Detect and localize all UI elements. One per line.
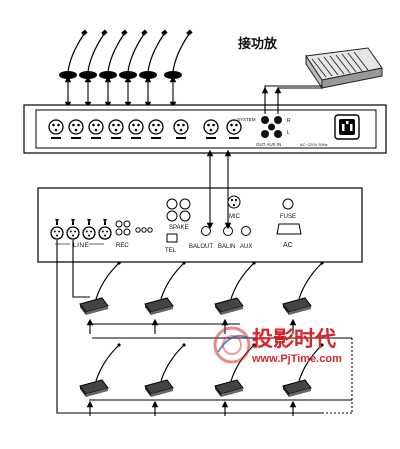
gooseneck-mic-icon	[164, 29, 193, 109]
gooseneck-mic-icon	[99, 29, 128, 109]
conference-unit-icon	[214, 343, 256, 416]
xlr-connector-icon	[226, 119, 242, 139]
xlr-connector-icon	[48, 119, 64, 139]
xlr-connector-icon	[148, 119, 164, 139]
rear-panel: SYSTEM R L OUT AUX IN AC~220V 50Hz	[23, 104, 387, 154]
din-connector-icon	[98, 219, 112, 240]
rec-jacks	[115, 220, 153, 236]
xlr-connector-icon	[108, 119, 124, 139]
microphones	[59, 29, 193, 109]
cables	[56, 85, 353, 414]
din-connector-icon	[82, 219, 96, 240]
gooseneck-mic-icon	[59, 29, 88, 109]
xlr-connector-icon	[173, 119, 189, 139]
balin-label: BALIN	[218, 244, 235, 250]
speak-label: SPAKE	[169, 225, 189, 231]
balout-jack	[201, 226, 211, 236]
gooseneck-mic-icon	[79, 29, 108, 109]
rear-channel-r: R	[287, 118, 291, 124]
rear-xlr-connectors	[48, 119, 242, 139]
power-inlet-icon	[334, 114, 360, 140]
watermark-title: 投影时代	[252, 327, 336, 351]
conference-unit-icon	[79, 343, 121, 416]
balin-jack	[223, 226, 233, 236]
xlr-connector-icon	[68, 119, 84, 139]
fuse-holder	[282, 198, 294, 210]
rec-label: REC	[116, 243, 129, 249]
speaker-terminals	[166, 198, 191, 222]
ac-label: AC	[283, 242, 293, 249]
watermark-logo	[213, 326, 251, 364]
din-connectors	[50, 219, 112, 240]
mic-label: MIC	[229, 214, 241, 220]
rear-aux-jacks	[261, 116, 282, 138]
balout-label: BALOUT	[189, 244, 213, 250]
conference-unit-icon	[214, 261, 256, 334]
tel-jack	[166, 233, 178, 243]
tel-label: TEL	[165, 248, 177, 254]
xlr-connector-icon	[128, 119, 144, 139]
aux-label: AUX	[240, 244, 252, 250]
line-label: LINE	[73, 242, 90, 249]
conference-unit-icon	[79, 261, 121, 334]
ac-inlet-icon	[276, 223, 302, 235]
rear-out-aux-in-label: OUT AUX IN	[256, 142, 281, 147]
aux-jack	[241, 226, 251, 236]
din-connector-icon	[50, 219, 64, 240]
gooseneck-mic-icon	[119, 29, 148, 109]
rear-channel-l: L	[287, 130, 290, 136]
rear-power-label: AC~220V 50Hz	[300, 142, 328, 147]
mic-input-icon	[227, 195, 241, 209]
mixer-icon	[305, 47, 383, 90]
fuse-label: FUSE	[280, 214, 296, 220]
gooseneck-mic-icon	[139, 29, 168, 109]
din-connector-icon	[66, 219, 80, 240]
xlr-connector-icon	[88, 119, 104, 139]
amplifier-label: 接功放	[238, 36, 278, 52]
conference-unit-icon	[144, 261, 186, 334]
conference-unit-icon	[282, 261, 324, 334]
conference-unit-icon	[282, 343, 324, 416]
conference-unit-icon	[144, 343, 186, 416]
xlr-connector-icon	[203, 119, 219, 139]
conference-units	[79, 261, 324, 416]
watermark-url: www.PjTime.com	[251, 353, 342, 365]
front-panel: LINE REC SPAKE TEL	[37, 187, 363, 263]
rear-system-label: SYSTEM	[237, 117, 256, 122]
